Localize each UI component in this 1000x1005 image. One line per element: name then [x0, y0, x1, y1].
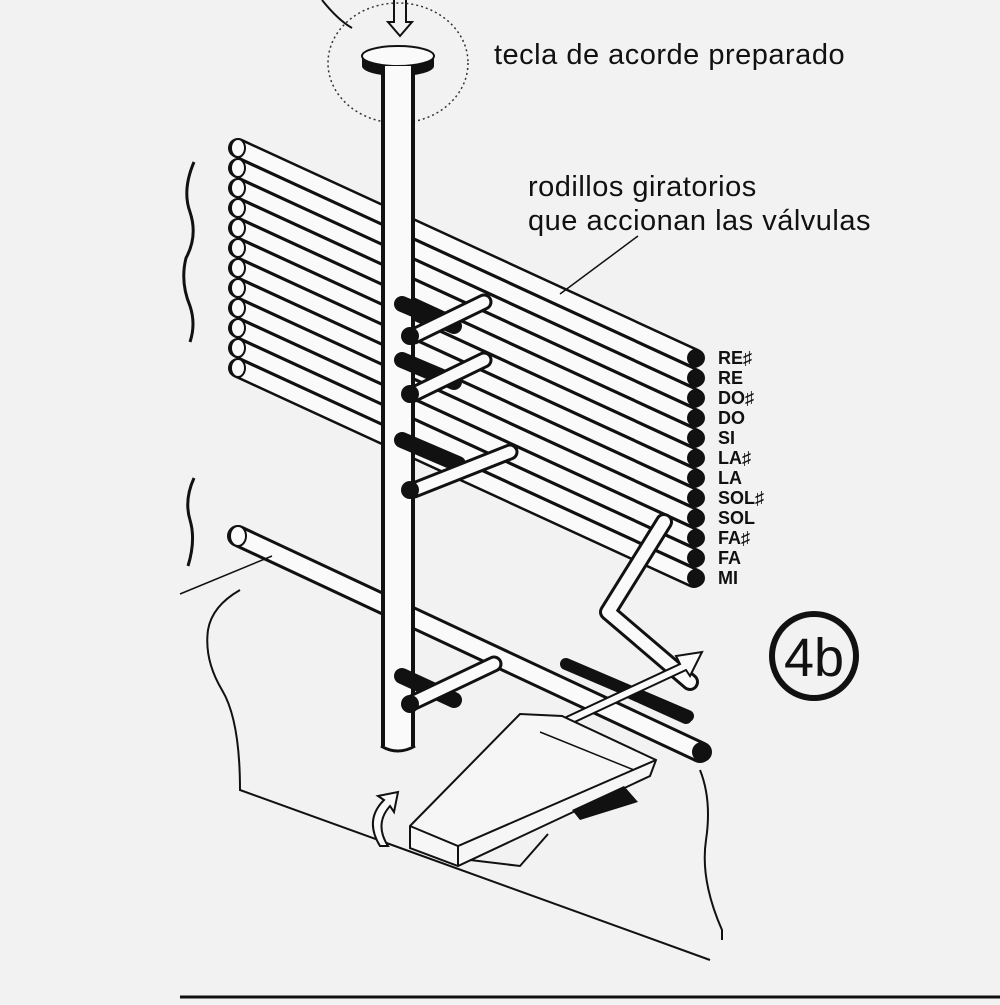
note-label: SI — [718, 428, 735, 448]
note-label: DO — [718, 408, 745, 428]
rod-pin — [394, 655, 503, 713]
note-label: RE♯ — [718, 348, 752, 368]
note-label: FA♯ — [718, 528, 750, 548]
note-label: MI — [718, 568, 738, 588]
note-label: RE — [718, 368, 743, 388]
linkage-arrow-icon — [558, 650, 704, 728]
chord-key-label: tecla de acorde preparado — [494, 39, 845, 71]
note-label: DO♯ — [718, 388, 754, 408]
roller-tube — [228, 318, 704, 548]
curved-up-arrow-icon — [372, 790, 400, 847]
roller-tube — [228, 338, 704, 568]
note-label: SOL♯ — [718, 488, 764, 508]
vertical-push-rod — [380, 66, 416, 753]
lower-bar-pointer — [179, 555, 273, 595]
roller-bundle — [228, 138, 705, 588]
left-break-mark-upper — [182, 161, 196, 343]
roller-tube — [228, 158, 704, 388]
rollers-label-line1: rodillos giratorios — [528, 171, 757, 203]
lower-actuator-bar — [227, 525, 712, 763]
rod-pin — [394, 432, 519, 499]
roller-tube — [228, 238, 704, 468]
roller-tube — [228, 178, 704, 408]
note-label: LA — [718, 468, 742, 488]
roller-tube — [228, 218, 704, 448]
rollers-leader-line — [559, 235, 639, 295]
keyboard-base-outline — [206, 589, 723, 961]
rod-pin — [394, 293, 493, 345]
down-arrow-icon — [385, 0, 415, 38]
roller-tube — [228, 278, 704, 508]
key-lever — [409, 712, 658, 868]
roller-tube — [228, 138, 704, 368]
note-label: SOL — [718, 508, 755, 528]
left-break-mark-lower — [186, 477, 196, 567]
key-highlight-circle — [327, 2, 469, 124]
note-label: FA — [718, 548, 741, 568]
note-label-column: RE♯ RE DO♯ DO SI LA♯ LA SOL♯ SOL FA♯ FA … — [718, 348, 764, 588]
rod-pin — [394, 351, 493, 403]
top-pointer-line — [321, 0, 353, 29]
figure-number: 4b — [784, 628, 844, 688]
figure-badge: 4b — [769, 611, 859, 701]
note-label: LA♯ — [718, 448, 751, 468]
roller-tube — [228, 298, 704, 528]
rollers-label-line2: que accionan las válvulas — [528, 205, 871, 237]
